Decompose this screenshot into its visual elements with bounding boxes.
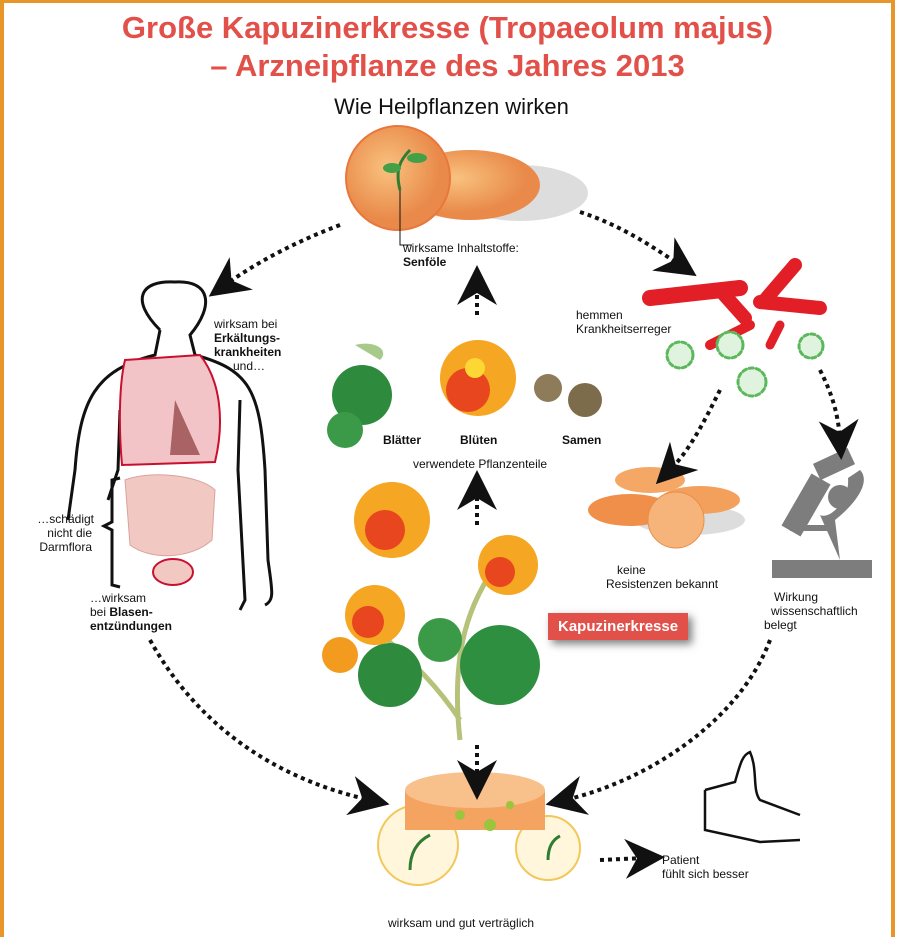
science-line-1: Wirkung [774,590,819,604]
flow-arrows [148,210,859,879]
title-line-1: Große Kapuzinerkresse (Tropaeolum majus) [121,10,774,45]
blossom-illustration [440,340,516,416]
pathogens-line-2: Krankheitserreger [576,322,672,336]
science-line-2: wissenschaftlich [771,604,858,618]
tablet-top-illustration [345,125,588,246]
thumbs-up-icon [703,750,801,844]
tablet-bottom-illustration [377,772,581,886]
colds-line-4: und… [233,359,266,373]
bladder-line-1: …wirksam [90,591,146,605]
gut-line-2: nicht die [47,526,92,540]
leaves-illustration [327,343,392,448]
brace-icon [100,476,121,589]
plant-parts-caption: verwendete Pflanzenteile [413,457,548,471]
patient-line-1: Patient [662,853,700,867]
plant-part-seeds: Samen [562,433,602,447]
intestines-icon [124,474,216,557]
patient-line-2: fühlt sich besser [662,867,749,881]
title-line-2: – Arzneipflanze des Jahres 2013 [210,48,685,83]
bladder-line-2: bei Blasen- [90,605,153,619]
bladder-prefix: bei [90,605,110,619]
plant-part-leaves: Blätter [383,433,422,447]
resistance-line-2: Resistenzen bekannt [606,577,719,591]
gut-line-3: Darmflora [39,540,92,554]
subtitle: Wie Heilpflanzen wirken [334,94,569,119]
plant-name-label: Kapuzinerkresse [548,613,689,640]
bladder-bold: Blasen- [109,605,153,619]
ingredients-label: wirksame Inhaltstoffe: [403,241,519,255]
microscope-icon [772,447,872,578]
colds-line-3: krankheiten [214,345,282,359]
nasturtium-plant-illustration [322,482,540,741]
colds-line-1: wirksam bei [214,317,278,331]
bladder-line-3: entzündungen [90,619,172,633]
bladder-icon [152,558,194,586]
plant-part-blossoms: Blüten [460,433,498,447]
seeds-illustration [534,374,602,417]
science-line-3: belegt [764,618,797,632]
resistance-line-1: keine [617,563,646,577]
footer-text: wirksam und gut verträglich [388,916,535,930]
bacteria-illustration [642,258,827,398]
tablets-pile-illustration [588,467,745,549]
gut-line-1: …schädigt [37,512,94,526]
lungs-icon [118,353,221,467]
colds-line-2: Erkältungs- [214,331,281,345]
pathogens-line-1: hemmen [576,308,623,322]
ingredients-value: Senföle [403,255,447,269]
